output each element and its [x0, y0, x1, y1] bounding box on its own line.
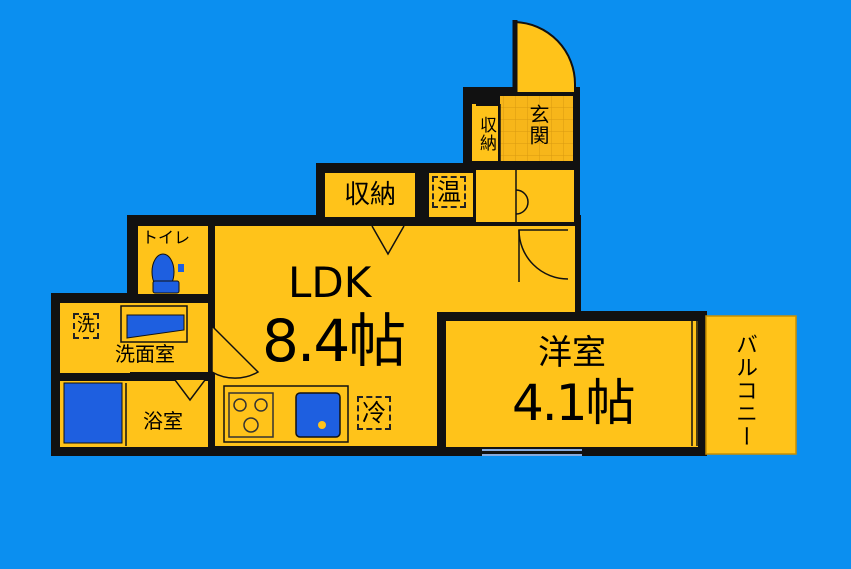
- western-floor: [446, 321, 698, 447]
- entry-door: [512, 20, 576, 94]
- toilet-label: トイレ: [142, 228, 191, 247]
- washer-label: 洗: [73, 313, 99, 339]
- storage-small-label: 収納: [476, 116, 496, 152]
- ldk-label: LDK: [288, 258, 372, 307]
- bathtub-icon: [63, 382, 123, 444]
- bathroom-label: 浴室: [143, 409, 183, 433]
- wash-basin-icon: [120, 305, 188, 343]
- balcony-label: バルコニー: [732, 333, 757, 448]
- western-label: 洋室: [538, 333, 606, 373]
- entrance-label: 玄関: [526, 104, 550, 146]
- fridge-label: 冷: [357, 396, 391, 430]
- balcony-floor: [705, 315, 797, 455]
- storage-small-floor: [472, 104, 498, 161]
- stove-icon: [228, 392, 274, 438]
- storage-label: 収納: [344, 180, 397, 210]
- hall-floor: [476, 170, 574, 222]
- storage-floor: [325, 173, 415, 217]
- entrance-floor: [500, 96, 573, 161]
- washroom-label: 洗面室: [115, 342, 175, 366]
- western-size: 4.1帖: [512, 374, 636, 432]
- kitchen-sink-icon: [295, 392, 341, 438]
- toilet-icon: [151, 253, 184, 294]
- water-heater-label: 温: [432, 176, 466, 208]
- ldk-size: 8.4帖: [262, 307, 406, 375]
